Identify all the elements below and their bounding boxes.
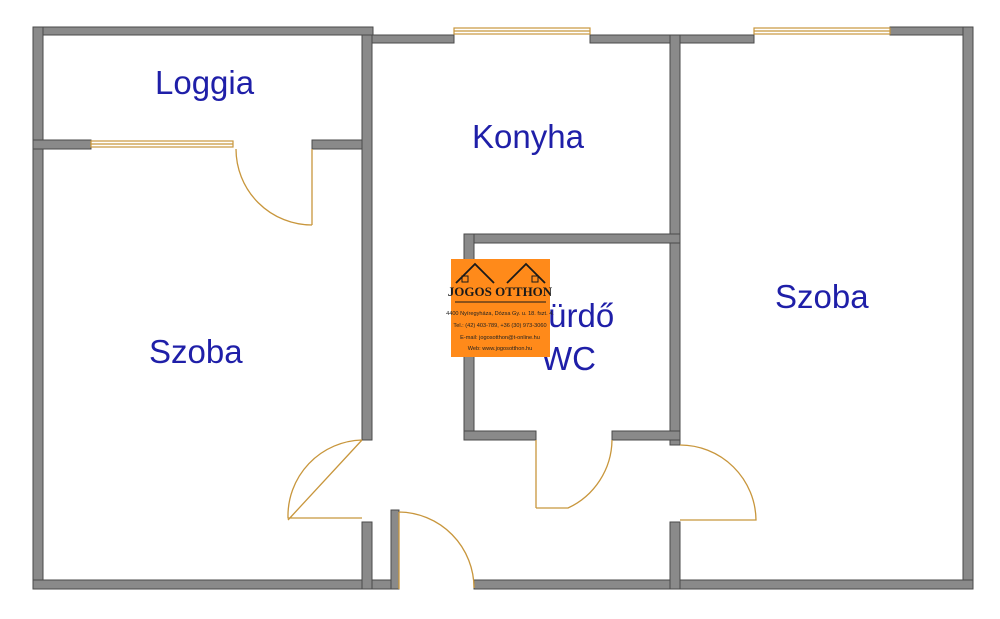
logo-phone: Tel.: (42) 403-789, +36 (30) 973-3060 — [453, 323, 546, 329]
label-wc: WC — [541, 340, 596, 377]
wall-top-left — [32, 26, 374, 36]
wall-left-room-right-upper — [361, 34, 373, 441]
label-loggia: Loggia — [155, 64, 255, 101]
wall-loggia-bottom-a — [32, 139, 92, 150]
door-left-room — [287, 439, 363, 521]
walls — [32, 26, 974, 590]
wall-bottom-right — [473, 579, 974, 590]
logo-web: Web: www.jogosotthon.hu — [468, 346, 533, 352]
door-entrance — [398, 511, 475, 589]
door-bathroom — [535, 439, 613, 509]
wall-top-right — [889, 26, 973, 36]
jogos-otthon-logo: JOGOS OTTHON 4400 Nyíregyháza, Dózsa Gy.… — [446, 259, 554, 357]
logo-background — [451, 259, 550, 357]
label-szoba-left: Szoba — [149, 333, 243, 370]
doors — [235, 148, 757, 589]
logo-title: JOGOS OTTHON — [448, 284, 553, 299]
wall-loggia-bottom-b — [311, 139, 363, 150]
wall-right — [962, 26, 974, 590]
windows — [90, 27, 891, 148]
door-loggia — [235, 148, 313, 226]
wall-entry-pillar — [390, 509, 400, 590]
door-right-room — [679, 444, 757, 521]
wall-top-mid-a — [361, 34, 455, 44]
label-szoba-right: Szoba — [775, 278, 869, 315]
wall-right-room-left-lower — [669, 521, 681, 590]
wall-top-right-step — [671, 34, 755, 44]
label-konyha: Konyha — [472, 118, 585, 155]
wall-left-room-right-lower — [361, 521, 373, 590]
wall-left — [32, 26, 44, 590]
wall-bath-bottom-b — [611, 430, 681, 441]
logo-address: 4400 Nyíregyháza, Dózsa Gy. u. 18. fszt.… — [446, 311, 554, 317]
wall-bath-top — [463, 233, 681, 244]
wall-bottom-left — [32, 579, 392, 590]
house-roof-right-icon — [506, 262, 546, 284]
wall-bath-bottom-a — [463, 430, 537, 441]
logo-email: E-mail: jogosotthon@t-online.hu — [460, 335, 540, 341]
